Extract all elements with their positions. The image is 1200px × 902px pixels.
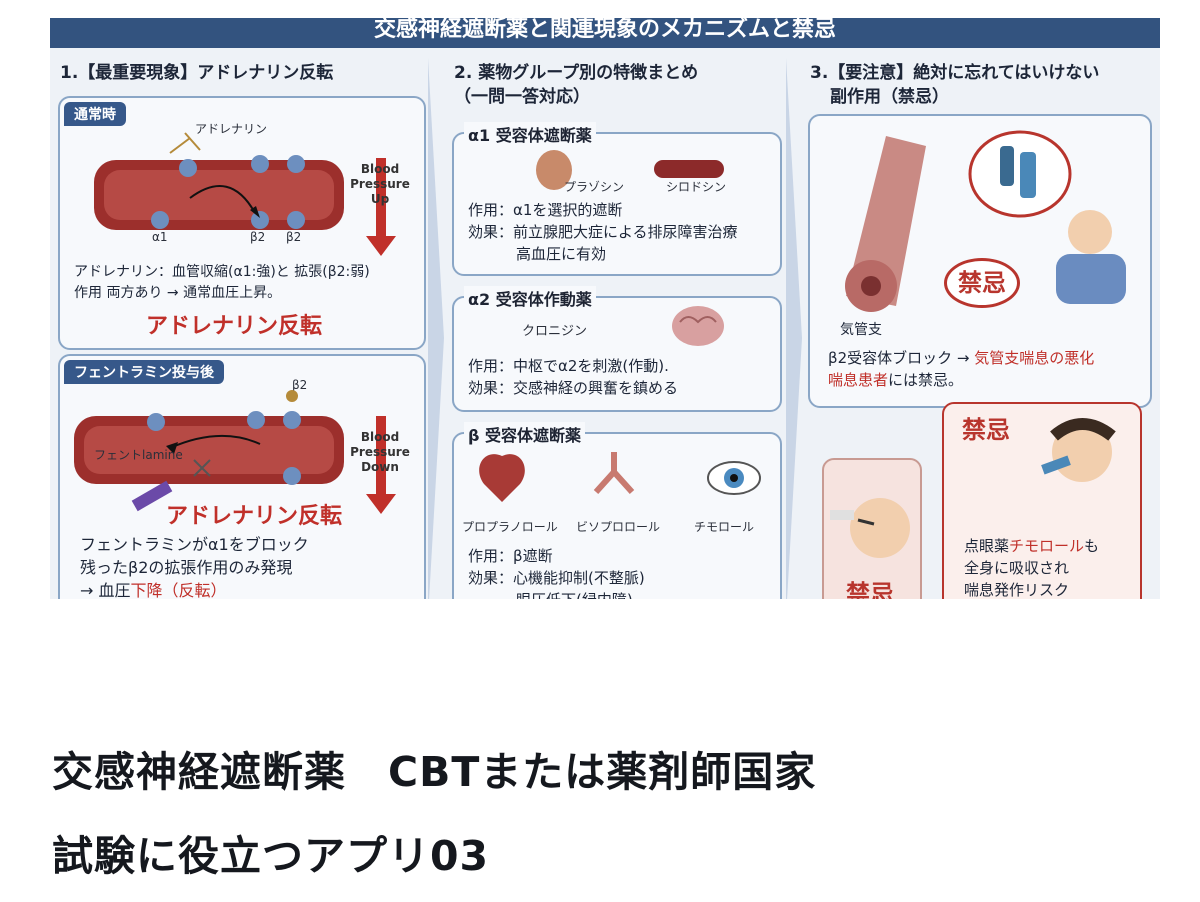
normal-tag: 通常時 [64, 102, 126, 126]
beta2-label-1: β2 [250, 230, 266, 244]
alpha2-action: 作用：中枢でα2を刺激(作動). [468, 357, 669, 375]
after-panel: フェントラミン投与後 β2 フェントlamine Blood Pressure … [58, 354, 426, 599]
beta-effect-1: 効果：心機能抑制(不整脈) [468, 569, 645, 587]
col3-heading-2: 副作用（禁忌） [830, 87, 949, 107]
bronchus-icon [845, 136, 926, 312]
eye-drop-warning-panel: 禁忌 点眼薬チモロールも 全身に吸収され 喘息発作リスク [942, 402, 1142, 599]
beta2-label-2: β2 [286, 230, 302, 244]
alpha1-action: 作用：α1を選択的遮断 [468, 201, 623, 219]
divider-arrow-2 [786, 58, 802, 599]
alpha2-drug-1: クロニジン [522, 324, 588, 339]
after-beta2-label: β2 [292, 378, 308, 392]
alpha1-effect-1: 効果：前立腺肥大症による排尿障害治療 [468, 223, 738, 241]
alpha2-title: α2 受容体作動薬 [464, 286, 596, 310]
after-desc-2: 残ったβ2の拡張作用のみ発現 [80, 558, 293, 577]
normal-desc-2: 作用 両方あり → 通常血圧上昇。 [74, 285, 282, 301]
alpha1-drug-icons [536, 150, 724, 190]
kinki-stamp-1: 禁忌 [944, 258, 1020, 308]
alpha1-effect-2: 高血圧に有効 [516, 245, 607, 263]
kinki-stamp-3: 禁忌 [846, 580, 894, 599]
normal-desc-1: アドレナリン：血管収縮(α1:強)と 拡張(β2:弱) [74, 264, 370, 280]
bp-up-label: Blood Pressure Up [350, 162, 410, 206]
vessel-diagram-after [74, 390, 396, 514]
banner-title: 交感神経遮断薬と関連現象のメカニズムと禁忌 [50, 18, 1160, 48]
after-tag: フェントラミン投与後 [64, 360, 224, 384]
normal-result: アドレナリン反転 [146, 314, 323, 339]
drug-label: フェントlamine [94, 448, 183, 462]
alpha2-effect-1: 効果：交感神経の興奮を鎮める [468, 379, 679, 397]
divider-arrow-1 [428, 58, 444, 599]
alpha1-title: α1 受容体遮断薬 [464, 122, 596, 146]
caption-line-2: 試験に役立つアプリ03 [52, 832, 490, 880]
kinki-stamp-2: 禁忌 [962, 416, 1010, 444]
eye-warn-3: 喘息発作リスク [964, 581, 1070, 599]
infographic-image: 交感神経遮断薬と関連現象のメカニズムと禁忌 1.【最重要現象】アドレナリン反転 … [50, 18, 1160, 599]
adrenaline-label: アドレナリン [195, 122, 268, 136]
bronchus-label: 気管支 [840, 322, 882, 338]
after-result: アドレナリン反転 [166, 504, 343, 529]
beta-drug-2: ビソプロロール [576, 520, 661, 534]
bronchus-panel: 禁忌 気管支 β2受容体ブロック → 気管支喘息の悪化 喘息患者には禁忌。 [808, 114, 1152, 408]
beta-drug-icons [479, 452, 761, 502]
bp-down-label: Blood Pressure Down [350, 430, 410, 474]
normal-panel: 通常時 アドレナリン α1 β2 β2 Blood Pressure Up アド… [58, 96, 426, 350]
brain-icon [672, 306, 724, 346]
warn-line-1: β2受容体ブロック → 気管支喘息の悪化 [828, 349, 1095, 367]
beta-drug-3: チモロール [694, 520, 755, 534]
alpha2-panel: α2 受容体作動薬 クロニジン 作用：中枢でα2を刺激(作動). 効果：交感神経… [452, 286, 782, 412]
eye-drop-image-panel: 禁忌 [822, 458, 922, 599]
beta-title: β 受容体遮断薬 [464, 422, 586, 446]
after-desc-3: → 血圧下降（反転） [80, 581, 227, 599]
alpha1-drug-1: プラゾシン [564, 180, 625, 194]
col2-heading-1: 2. 薬物グループ別の特徴まとめ [454, 63, 699, 83]
col2-heading-2: （一問一答対応） [454, 87, 590, 107]
eye-warn-1: 点眼薬チモロールも [964, 537, 1100, 555]
alpha1-drug-2: シロドシン [666, 180, 727, 194]
caption-line-1: 交感神経遮断薬 CBTまたは薬剤師国家 [52, 748, 817, 796]
beta-effect-2: 眼圧低下(緑内障) [516, 590, 633, 599]
vessel-diagram-normal [94, 132, 396, 256]
eye-warn-2: 全身に吸収され [964, 559, 1070, 577]
col1-heading: 1.【最重要現象】アドレナリン反転 [60, 63, 334, 83]
beta-action: 作用：β遮断 [468, 547, 553, 565]
after-desc-1: フェントラミンがα1をブロック [80, 535, 309, 554]
beta-panel: β 受容体遮断薬 プロプラノロール ビソプロロール チモロール 作用：β遮断 効… [452, 422, 782, 599]
col3-heading-1: 3.【要注意】絶対に忘れてはいけない [810, 63, 1100, 83]
patient-inhaler-icon [968, 130, 1126, 304]
alpha1-label: α1 [152, 230, 168, 244]
warn-line-2: 喘息患者には禁忌。 [828, 371, 964, 389]
patient-eyedrop-icon [1041, 418, 1116, 482]
beta-drug-1: プロプラノロール [462, 520, 558, 534]
eye-drop-icon [830, 498, 910, 558]
alpha1-panel: α1 受容体遮断薬 プラゾシン シロドシン 作用：α1を選択的遮断 効果：前立腺… [452, 122, 782, 276]
